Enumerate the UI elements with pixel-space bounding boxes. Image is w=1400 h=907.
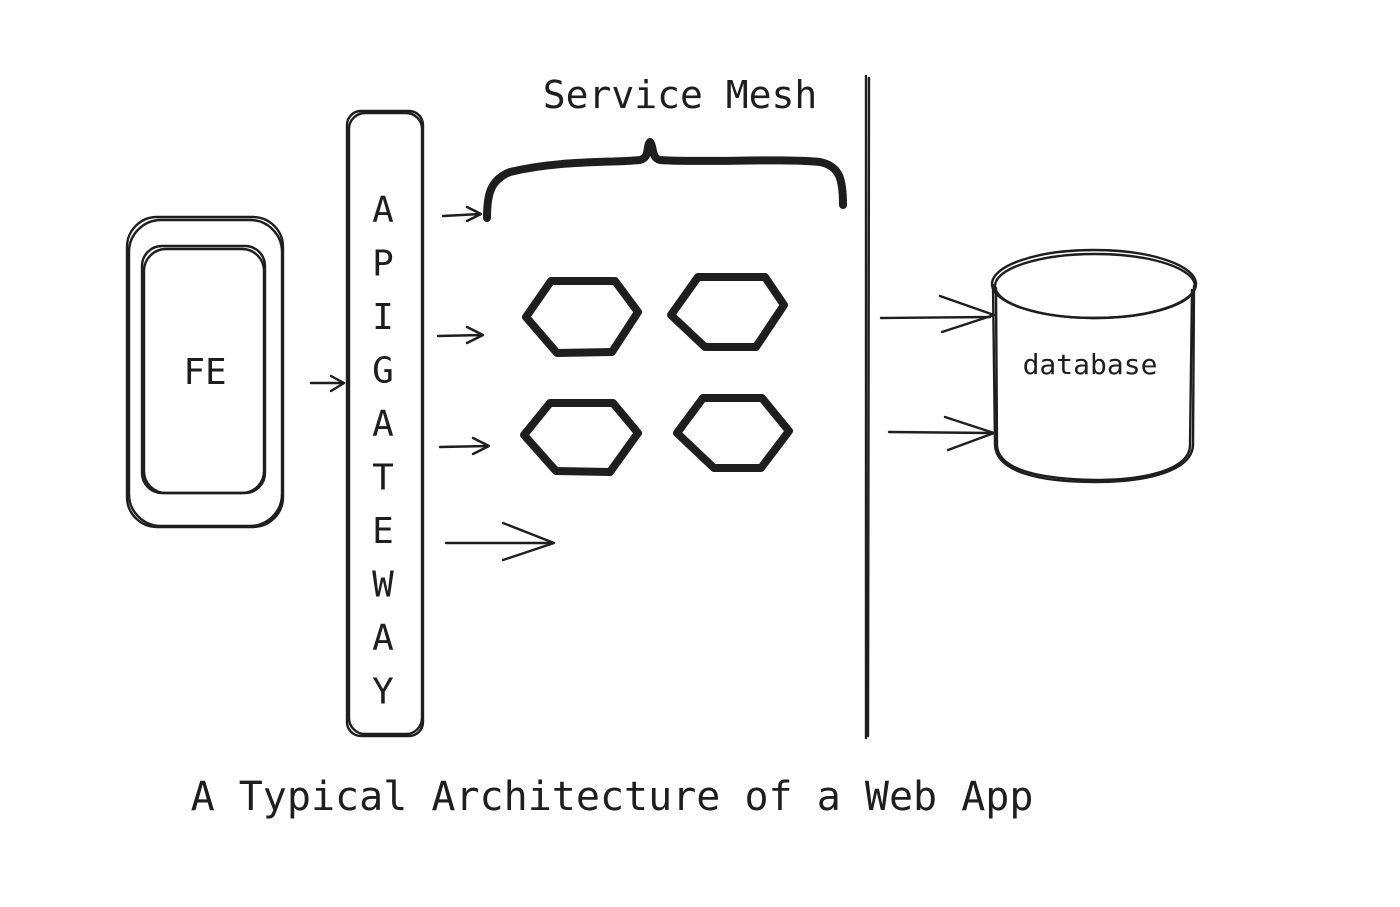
arrow-gateway-to-mesh-4: [444, 521, 556, 562]
frontend-device: FE: [125, 215, 285, 529]
network-boundary-line: [864, 74, 871, 740]
api-gateway-letter: A: [372, 190, 394, 231]
arrow-to-database-1: [879, 294, 996, 334]
arrow-fe-to-gateway: [309, 374, 346, 393]
microservice-hexagon-4: [673, 394, 793, 472]
database-body-stroke2: [994, 286, 1194, 482]
frontend-screen-stroke2: [142, 247, 266, 495]
arrow-gateway-to-mesh-1: [441, 205, 483, 223]
api-gateway-letter: E: [372, 511, 394, 552]
database-body: [991, 283, 1196, 484]
arrow-gateway-to-mesh-2: [436, 325, 485, 345]
api-gateway-letter: W: [372, 565, 394, 606]
database-label: database: [1023, 348, 1158, 381]
frontend-label: FE: [183, 352, 226, 393]
api-gateway-box-stroke2: [347, 111, 424, 736]
arrow-gateway-to-mesh-3: [438, 436, 491, 456]
api-gateway-letter: I: [372, 297, 394, 338]
api-gateway-letter: A: [372, 404, 394, 445]
service-mesh-brace: [483, 138, 847, 222]
api-gateway-letter: T: [372, 458, 394, 499]
api-gateway-letter: G: [372, 351, 394, 392]
api-gateway-letter: A: [372, 618, 394, 659]
microservice-hexagon-1: [522, 277, 642, 357]
api-gateway-letter: P: [372, 244, 394, 285]
diagram-caption: A Typical Architecture of a Web App: [191, 774, 1034, 820]
api-gateway-letter: Y: [372, 672, 394, 713]
service-mesh-label: Service Mesh: [543, 73, 818, 117]
arrow-to-database-2: [887, 415, 996, 452]
database-cylinder: database: [990, 248, 1198, 484]
database-top-ellipse-stroke2: [993, 252, 1197, 320]
microservice-hexagon-2: [667, 273, 788, 351]
microservice-hexagon-3: [520, 399, 642, 476]
frontend-outer-frame-stroke2: [127, 218, 284, 528]
